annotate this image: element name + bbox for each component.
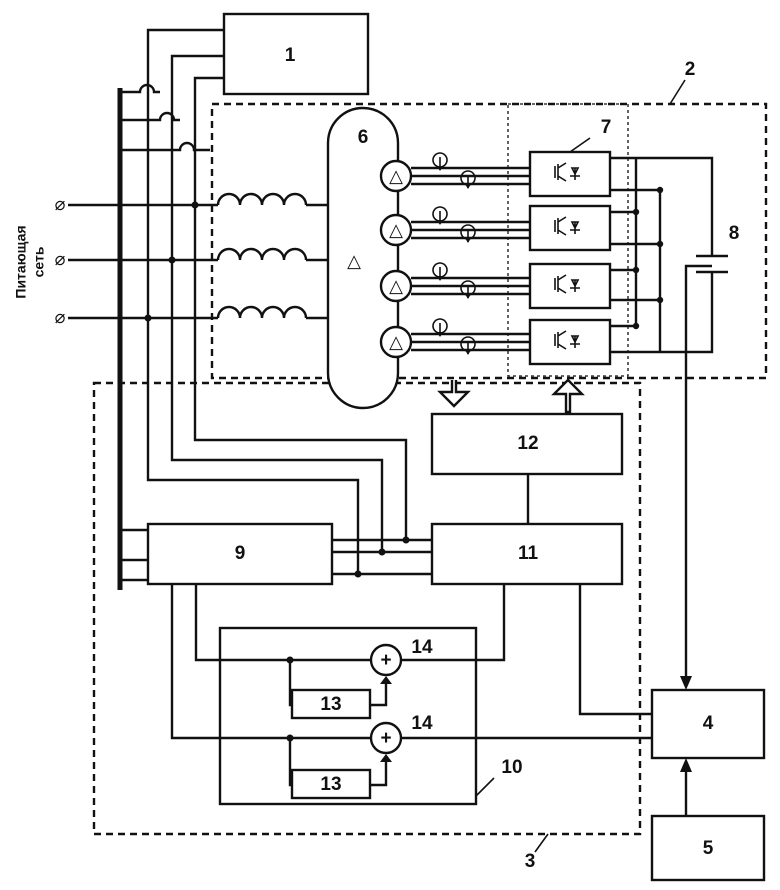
coil-phase-a — [216, 192, 308, 206]
region-2-leader — [669, 79, 686, 105]
primary-delta-symbol: △ — [347, 251, 361, 272]
block-11 — [430, 522, 624, 586]
block-12 — [430, 412, 624, 476]
terminal-phase-a: ⌀ — [55, 194, 66, 215]
line-to-block1-b — [170, 54, 224, 260]
label-7: 7 — [601, 117, 612, 138]
sec-delta-3: △ — [389, 276, 403, 297]
block-4-label: 4 — [703, 713, 714, 734]
coil-phase-b — [216, 247, 308, 261]
arrow-to-block-4 — [680, 676, 692, 690]
bus-tap-1 — [120, 83, 160, 94]
bus-to-9 — [120, 528, 148, 582]
inverter-cell-2 — [528, 204, 612, 252]
voltage-sense-lines — [146, 205, 408, 574]
transformer-6-label: 6 — [358, 127, 369, 148]
summer-14-bottom-plus: + — [380, 728, 391, 749]
dc-bus — [610, 156, 714, 354]
block-10-label: 10 — [501, 757, 522, 778]
block-1-label: 1 — [285, 45, 296, 66]
junction-9-11-c — [354, 570, 362, 578]
block-5 — [650, 814, 766, 882]
link-11-4 — [578, 584, 652, 716]
block-5-label: 5 — [703, 838, 714, 859]
summer-14-top-plus: + — [380, 650, 391, 671]
line-to-block1-c — [193, 76, 224, 205]
block-1 — [222, 12, 370, 96]
block-10-leader — [475, 777, 495, 797]
inverter-cell-1 — [528, 150, 612, 198]
arrow-down-to-12 — [437, 380, 471, 408]
sec-delta-4: △ — [389, 332, 403, 353]
arrow-up-from-12 — [551, 378, 585, 414]
transformer-6 — [326, 106, 400, 410]
label-14-top: 14 — [411, 637, 433, 658]
line-to-block1-a — [146, 28, 224, 150]
block-13-top-label: 13 — [320, 694, 341, 715]
inverter-cell-3 — [528, 262, 612, 310]
label-3: 3 — [525, 851, 536, 872]
sec-delta-2: △ — [389, 220, 403, 241]
current-sensors — [432, 152, 476, 355]
bus-tap-2 — [120, 111, 180, 122]
terminal-phase-b: ⌀ — [55, 249, 66, 270]
region-7-outline — [507, 103, 629, 377]
junction-9-11-a — [402, 536, 410, 544]
coil-phase-c — [216, 305, 308, 319]
block-9 — [146, 522, 334, 586]
label-2: 2 — [685, 59, 696, 80]
secondary-lines — [411, 166, 530, 352]
terminal-phase-c: ⌀ — [55, 307, 66, 328]
capacitor-8-label: 8 — [729, 223, 740, 244]
inverter-cells — [528, 150, 612, 366]
block-10-wiring — [170, 584, 652, 787]
region-7-leader — [569, 137, 591, 153]
block-11-label: 11 — [518, 543, 539, 564]
supply-label-line1: Питающая — [13, 225, 29, 298]
block-12-label: 12 — [517, 433, 538, 454]
region-2-outline — [210, 102, 768, 380]
region-3-leader — [534, 833, 549, 853]
label-14-bottom: 14 — [411, 713, 433, 734]
block-13-bottom-label: 13 — [320, 774, 341, 795]
inverter-cell-4 — [528, 318, 612, 366]
arrow-5-to-4 — [680, 758, 692, 772]
supply-label-line2: сеть — [31, 246, 47, 277]
sense-c-to-bus — [146, 141, 210, 318]
region-3-outline — [92, 381, 642, 836]
block-4 — [650, 688, 766, 760]
sec-delta-1: △ — [389, 166, 403, 187]
block-9-label: 9 — [235, 543, 246, 564]
junction-9-11-b — [378, 548, 386, 556]
dc-sense-line — [684, 264, 712, 682]
